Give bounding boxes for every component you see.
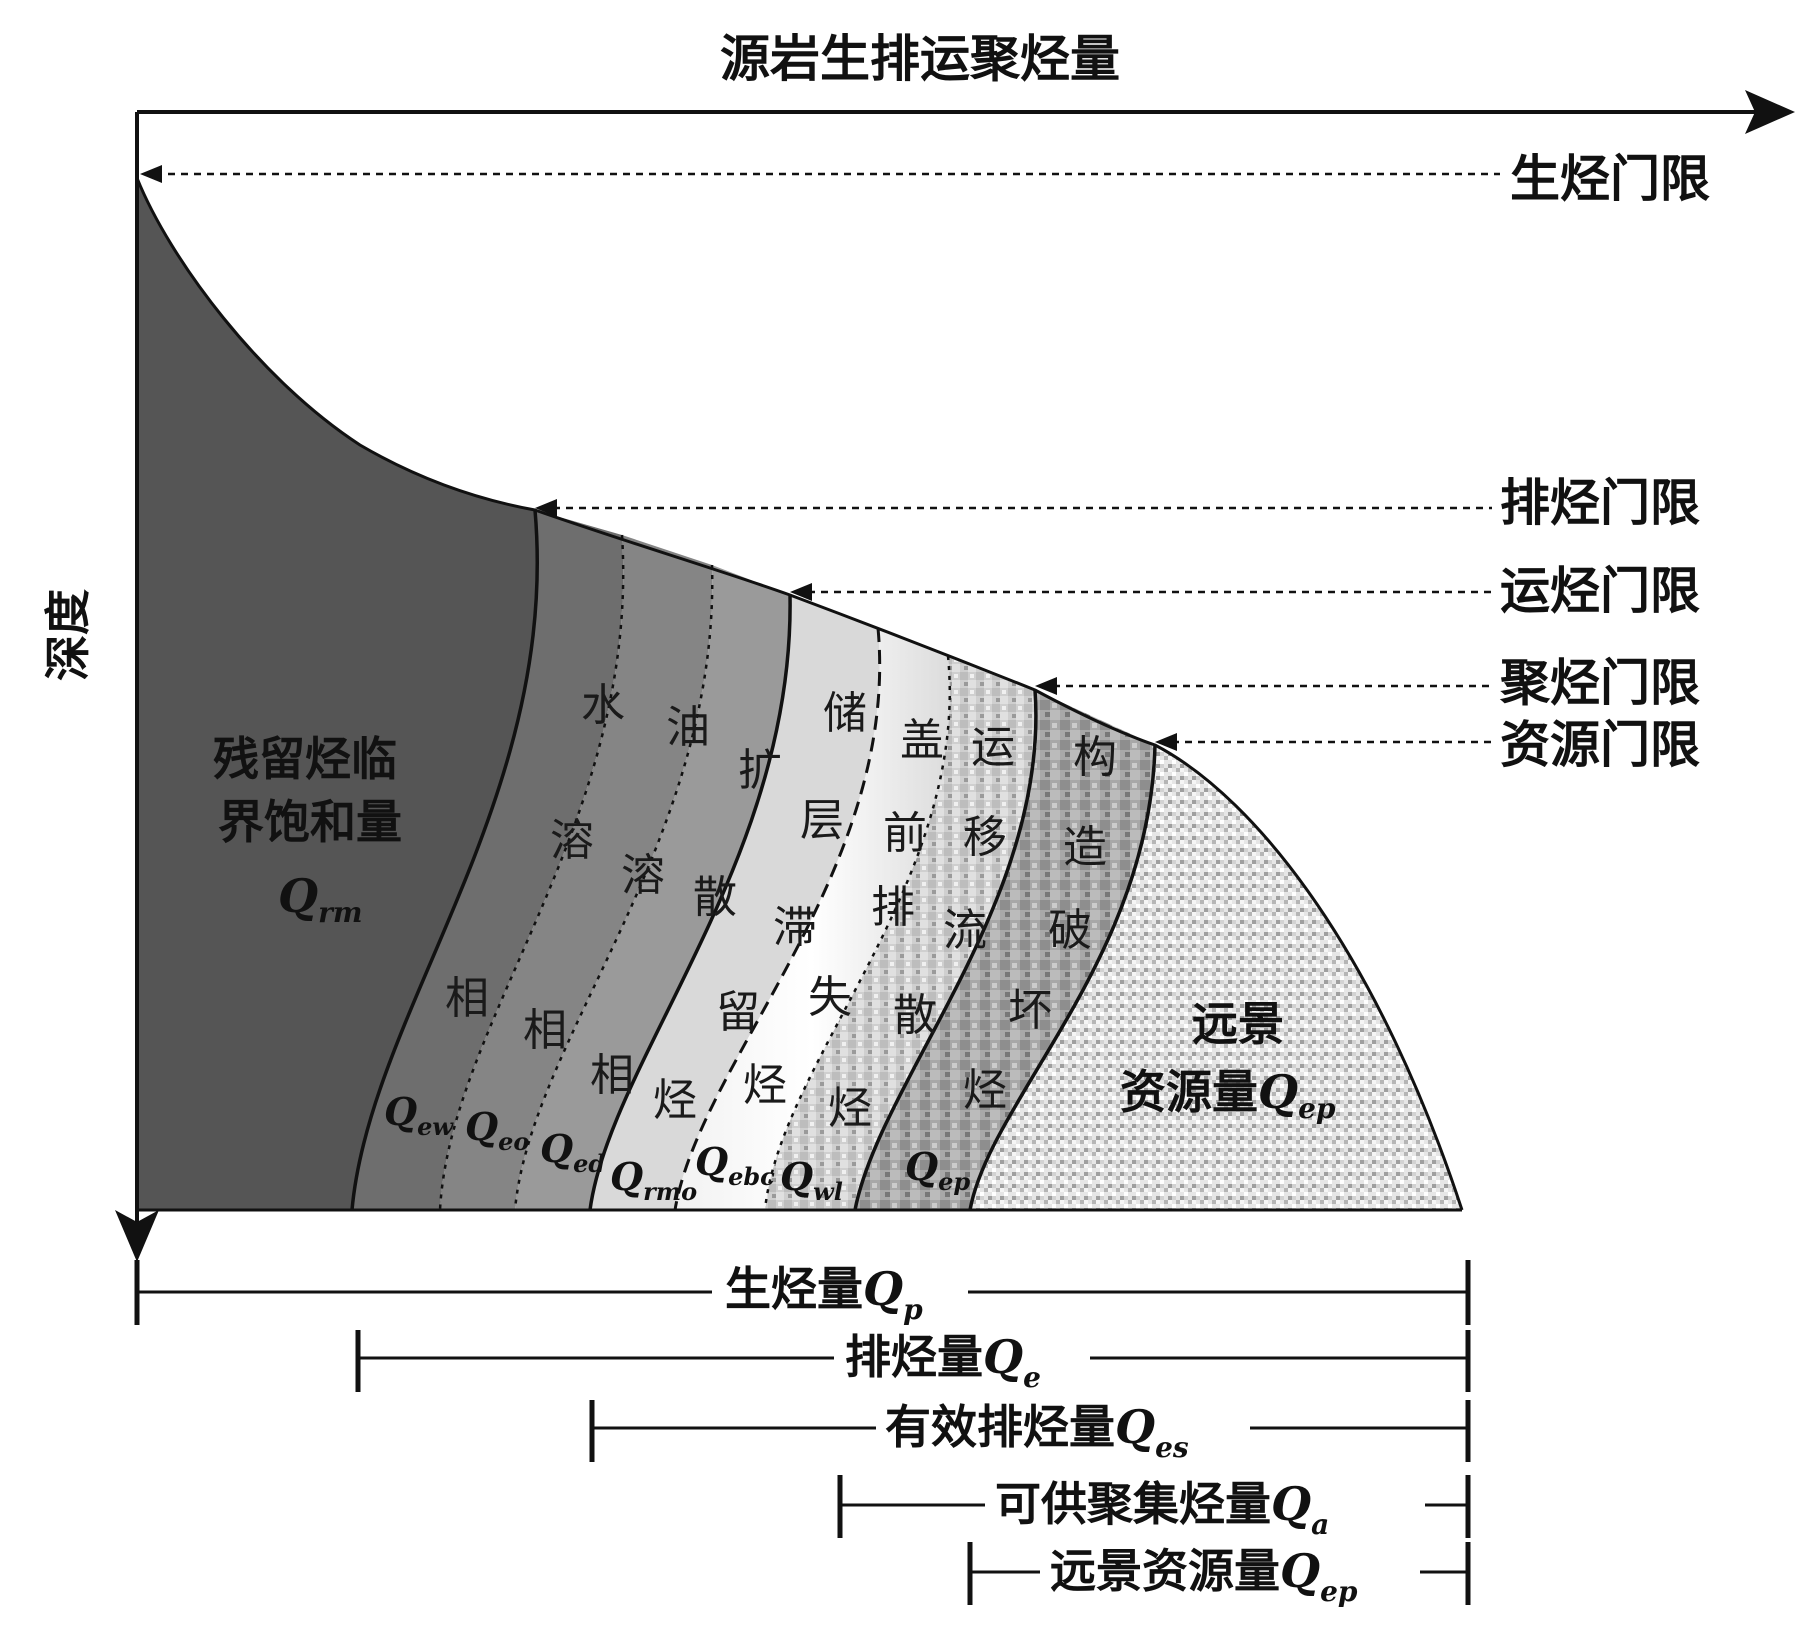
range-label: 远景资源量Qep <box>1050 1544 1358 1608</box>
zone-fills <box>137 178 1462 1210</box>
zone-label-line: 远景 <box>1192 997 1284 1051</box>
zone-boundary-0 <box>350 509 539 1211</box>
zone-mig-char: 流 <box>943 905 987 956</box>
zone-reservoir-retained <box>590 595 880 1210</box>
range-label: 生烃量Qp <box>725 1262 923 1326</box>
zone-res_ret-char: 留 <box>716 987 760 1038</box>
zone-mig-char: 移 <box>963 812 1007 863</box>
arrow-left-icon <box>1035 677 1057 695</box>
range-label: 有效排烃量Qes <box>885 1400 1189 1464</box>
zone-label-line: 界饱和量 <box>218 795 402 849</box>
symbol-eo: Qeo <box>465 1104 529 1156</box>
zone-cap-char: 失 <box>808 972 852 1023</box>
zone-water-char: 溶 <box>550 815 594 866</box>
zone-diff-char: 散 <box>693 872 737 923</box>
zone-mig-char: 烃 <box>828 1083 872 1134</box>
symbol-ep: Qep <box>905 1144 970 1196</box>
zone-res_ret-char: 层 <box>800 795 844 846</box>
threshold-label: 运烃门限 <box>1500 562 1700 620</box>
zone-diff-char: 相 <box>590 1050 634 1101</box>
generation-envelope <box>135 177 1464 1211</box>
symbol-ew: Qew <box>384 1089 454 1141</box>
zone-oil-char: 油 <box>666 702 710 753</box>
zone-prospect <box>970 745 1462 1210</box>
symbol-ed: Qed <box>540 1126 605 1178</box>
zone-tect-char: 构 <box>1073 732 1117 783</box>
symbol-rmo: Qrmo <box>610 1154 697 1206</box>
range-expulsion: 排烃量Qe <box>355 1328 1471 1394</box>
zone-prospect-label: 远景 资源量Qep <box>1120 997 1336 1125</box>
zone-symbol: Qrm <box>278 869 362 929</box>
zone-label-line: 资源量Qep <box>1120 1065 1336 1125</box>
zone-tect-char: 烃 <box>963 1065 1007 1116</box>
zone-res_ret-char: 储 <box>823 688 867 739</box>
zone-res_ret-char: 烃 <box>653 1075 697 1126</box>
zone-cap-loss <box>675 628 950 1210</box>
range-label: 可供聚集烃量Qa <box>995 1477 1329 1541</box>
threshold-label: 生烃门限 <box>1510 150 1710 208</box>
threshold-res: 资源门限 <box>1155 716 1700 774</box>
threshold-mig: 运烃门限 <box>790 562 1700 620</box>
arrow-left-icon <box>140 165 162 183</box>
arrow-left-icon <box>535 499 557 517</box>
zone-diffusion <box>515 565 791 1210</box>
zone-mig-char: 运 <box>971 722 1015 773</box>
y-axis-title: 深度 <box>41 589 95 681</box>
threshold-gen: 生烃门限 <box>140 150 1710 208</box>
range-accumulable: 可供聚集烃量Qa <box>837 1473 1471 1541</box>
zone-tectonic-loss <box>855 690 1155 1210</box>
zone-symbols: Qew Qeo Qed Qrmo Qebc Qwl Qep <box>384 1089 970 1206</box>
zone-diff-char: 扩 <box>738 745 782 796</box>
range-effective: 有效排烃量Qes <box>589 1398 1471 1464</box>
zone-boundary-3 <box>588 594 792 1211</box>
threshold-exp: 排烃门限 <box>535 474 1700 532</box>
zone-oil-char: 相 <box>523 1005 567 1056</box>
zone-tect-char: 破 <box>1048 905 1092 956</box>
arrow-left-icon <box>790 583 812 601</box>
threshold-label: 聚烃门限 <box>1499 654 1700 712</box>
zone-boundary-5 <box>763 655 951 1211</box>
zone-boundary-2 <box>513 564 714 1211</box>
range-prospect: 远景资源量Qep <box>967 1540 1471 1608</box>
zone-mig-char: 散 <box>893 990 937 1041</box>
zone-boundary-6 <box>853 689 1038 1211</box>
arrow-left-icon <box>1155 733 1177 751</box>
y-axis-arrow-icon <box>115 1210 159 1262</box>
threshold-label: 排烃门限 <box>1500 474 1700 532</box>
zone-tect-char: 坏 <box>1008 985 1052 1036</box>
zone-cap-char: 烃 <box>743 1060 787 1111</box>
zone-boundary-7 <box>968 744 1157 1211</box>
x-axis-title: 源岩生排运聚烃量 <box>720 30 1120 88</box>
threshold-label: 资源门限 <box>1500 716 1700 774</box>
symbol-wl: Qwl <box>780 1154 843 1206</box>
x-axis-arrow-icon <box>1745 90 1795 134</box>
zone-water-char: 水 <box>581 680 625 731</box>
zone-boundary-1 <box>438 534 625 1211</box>
zone-residual <box>137 178 538 1210</box>
zone-water-char: 相 <box>445 973 489 1024</box>
symbol-ebc: Qebc <box>695 1139 775 1191</box>
zone-water <box>352 510 624 1210</box>
threshold-acc: 聚烃门限 <box>1035 654 1700 712</box>
zone-cap-char: 排 <box>871 882 915 933</box>
zone-oil-char: 溶 <box>621 850 665 901</box>
zone-label-line: 残留烃临 <box>213 732 397 786</box>
range-generation: 生烃量Qp <box>134 1260 1471 1326</box>
zone-cap-char: 盖 <box>900 715 944 766</box>
zone-res_ret-char: 滞 <box>773 902 817 953</box>
zone-migration-loss <box>765 656 1036 1210</box>
zone-boundary-4 <box>673 627 882 1211</box>
zone-boundaries <box>350 509 1157 1211</box>
zone-tect-char: 造 <box>1063 822 1107 873</box>
range-label: 排烃量Qe <box>845 1330 1041 1394</box>
zone-oil <box>440 535 713 1210</box>
zone-cap-char: 前 <box>883 808 927 859</box>
zone-residual-label: 残留烃临 界饱和量 Qrm <box>213 732 402 929</box>
